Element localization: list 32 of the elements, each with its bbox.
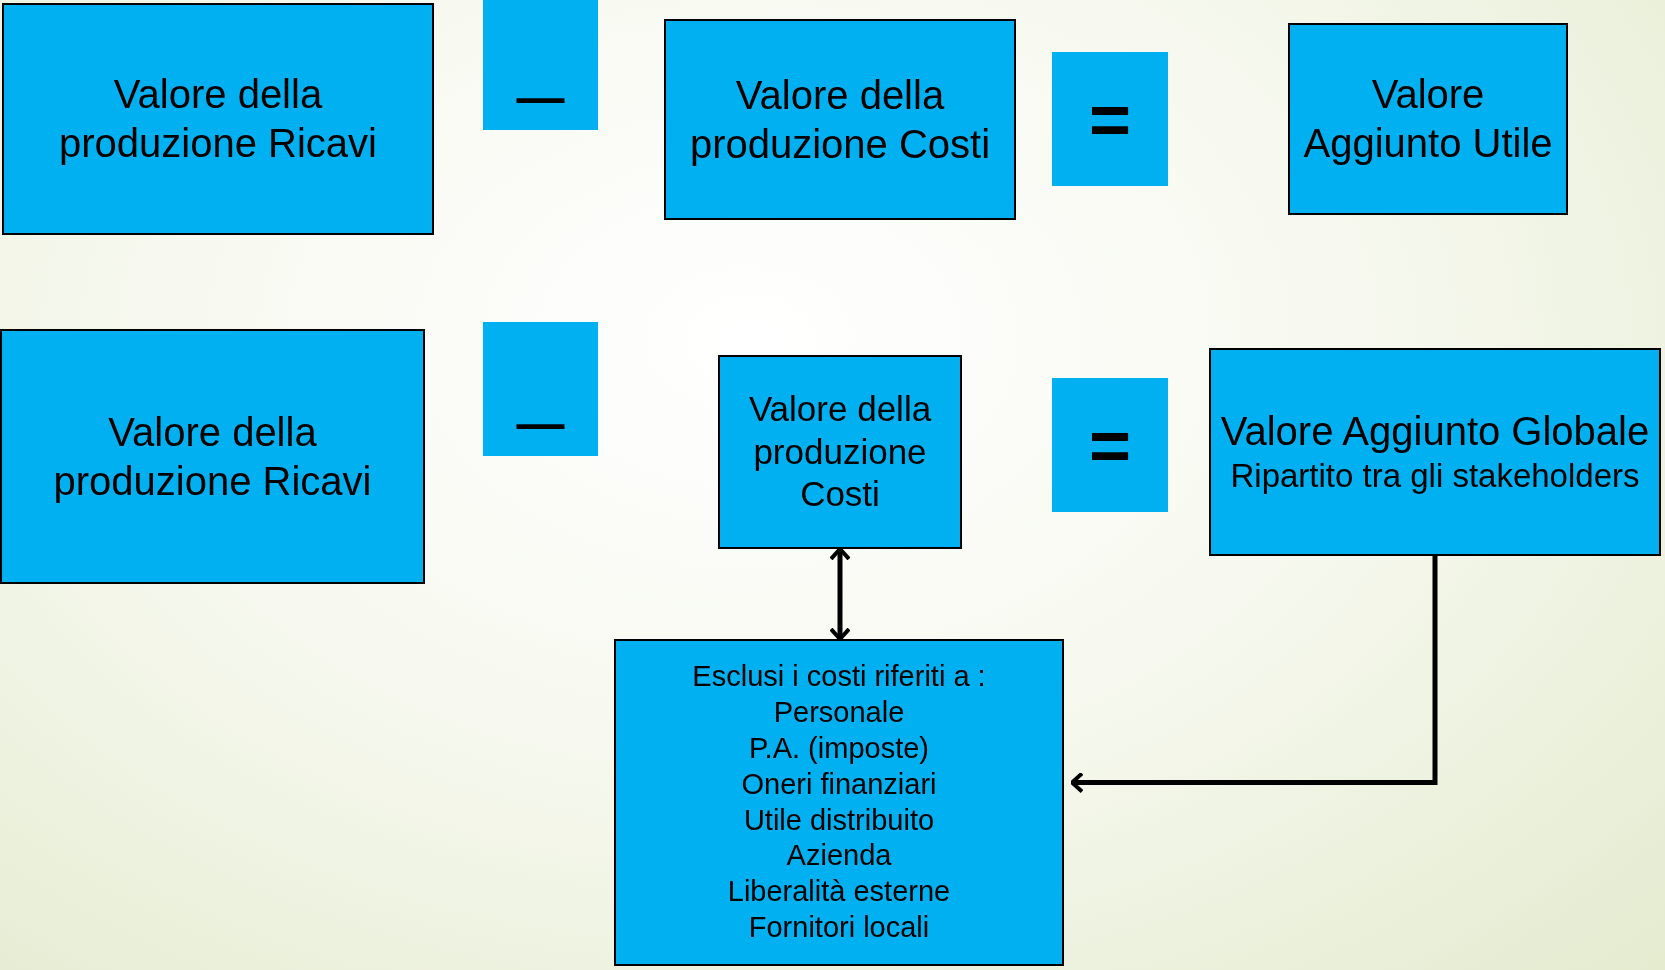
box-label: Valore della produzione Costi — [747, 387, 933, 516]
process-box — [614, 639, 1064, 966]
box-label: Valore Aggiunto Globale — [1219, 408, 1651, 456]
list-item: Liberalità esterne — [726, 874, 952, 910]
box-subtitle: Ripartito tra gli stakeholders — [1229, 456, 1641, 497]
process-box — [664, 19, 1016, 220]
equals-sign-box — [1052, 378, 1168, 512]
process-box — [2, 3, 434, 235]
process-box — [1209, 348, 1661, 556]
arrow — [1070, 556, 1438, 794]
equals-sign: = — [1088, 83, 1131, 155]
process-box — [1288, 23, 1568, 215]
box-label: Valore della produzione Ricavi — [52, 408, 373, 505]
list-item: Personale — [772, 694, 906, 730]
box-label: Valore della produzione Costi — [688, 71, 992, 168]
box-label: Valore Aggiunto Utile — [1302, 71, 1554, 167]
list-item: Oneri finanziari — [740, 766, 938, 802]
minus-sign-box — [483, 322, 598, 456]
minus-sign: — — [516, 400, 565, 448]
double-arrow — [829, 547, 851, 641]
box-label: Valore della produzione Ricavi — [58, 71, 378, 167]
equals-sign-box — [1052, 52, 1168, 186]
list-item: P.A. (imposte) — [748, 730, 930, 766]
process-box — [0, 329, 425, 584]
minus-sign: — — [516, 74, 565, 122]
list-item: Utile distribuito — [742, 802, 936, 838]
list-item: Azienda — [785, 838, 893, 874]
minus-sign-box — [483, 0, 598, 130]
list-item: Fornitori locali — [747, 910, 931, 946]
equals-sign: = — [1088, 409, 1131, 481]
box-label: Esclusi i costi riferiti a : — [691, 658, 987, 694]
process-box — [718, 355, 962, 549]
